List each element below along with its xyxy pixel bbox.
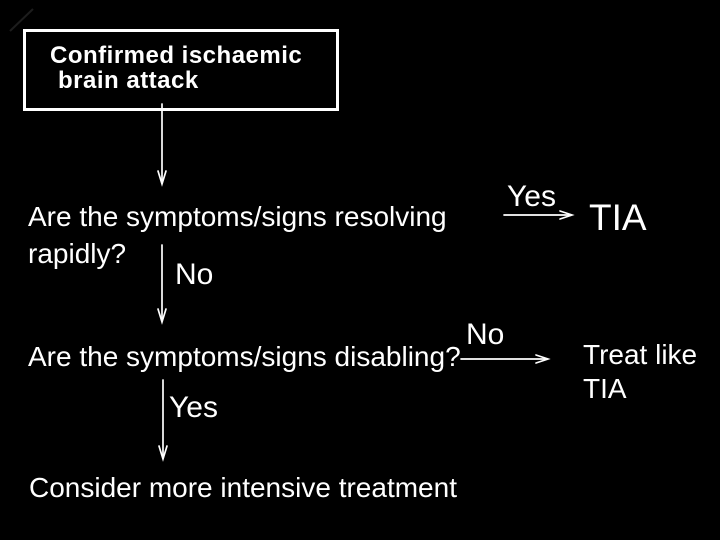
start-box: Confirmed ischaemic brain attack bbox=[23, 29, 339, 111]
start-box-line2: brain attack bbox=[58, 67, 199, 94]
question-resolving-rapidly: Are the symptoms/signs resolving rapidly… bbox=[28, 201, 447, 269]
yes-branch-label-q2: Yes bbox=[169, 391, 218, 424]
result-treat-like-tia: Treat like TIA bbox=[583, 339, 698, 404]
corner-artifact bbox=[9, 8, 34, 32]
result-tia: TIA bbox=[589, 197, 647, 238]
no-branch-label-q2: No bbox=[466, 318, 505, 351]
yes-branch-label-q1: Yes bbox=[507, 180, 556, 213]
down-arrow-icon bbox=[157, 103, 167, 187]
down-arrow-icon bbox=[158, 379, 168, 462]
final-step-text: Consider more intensive treatment bbox=[29, 472, 457, 503]
no-branch-label-q1: No bbox=[175, 258, 214, 291]
question-disabling: Are the symptoms/signs disabling? bbox=[28, 341, 461, 372]
start-box-line1: Confirmed ischaemic bbox=[50, 42, 303, 69]
